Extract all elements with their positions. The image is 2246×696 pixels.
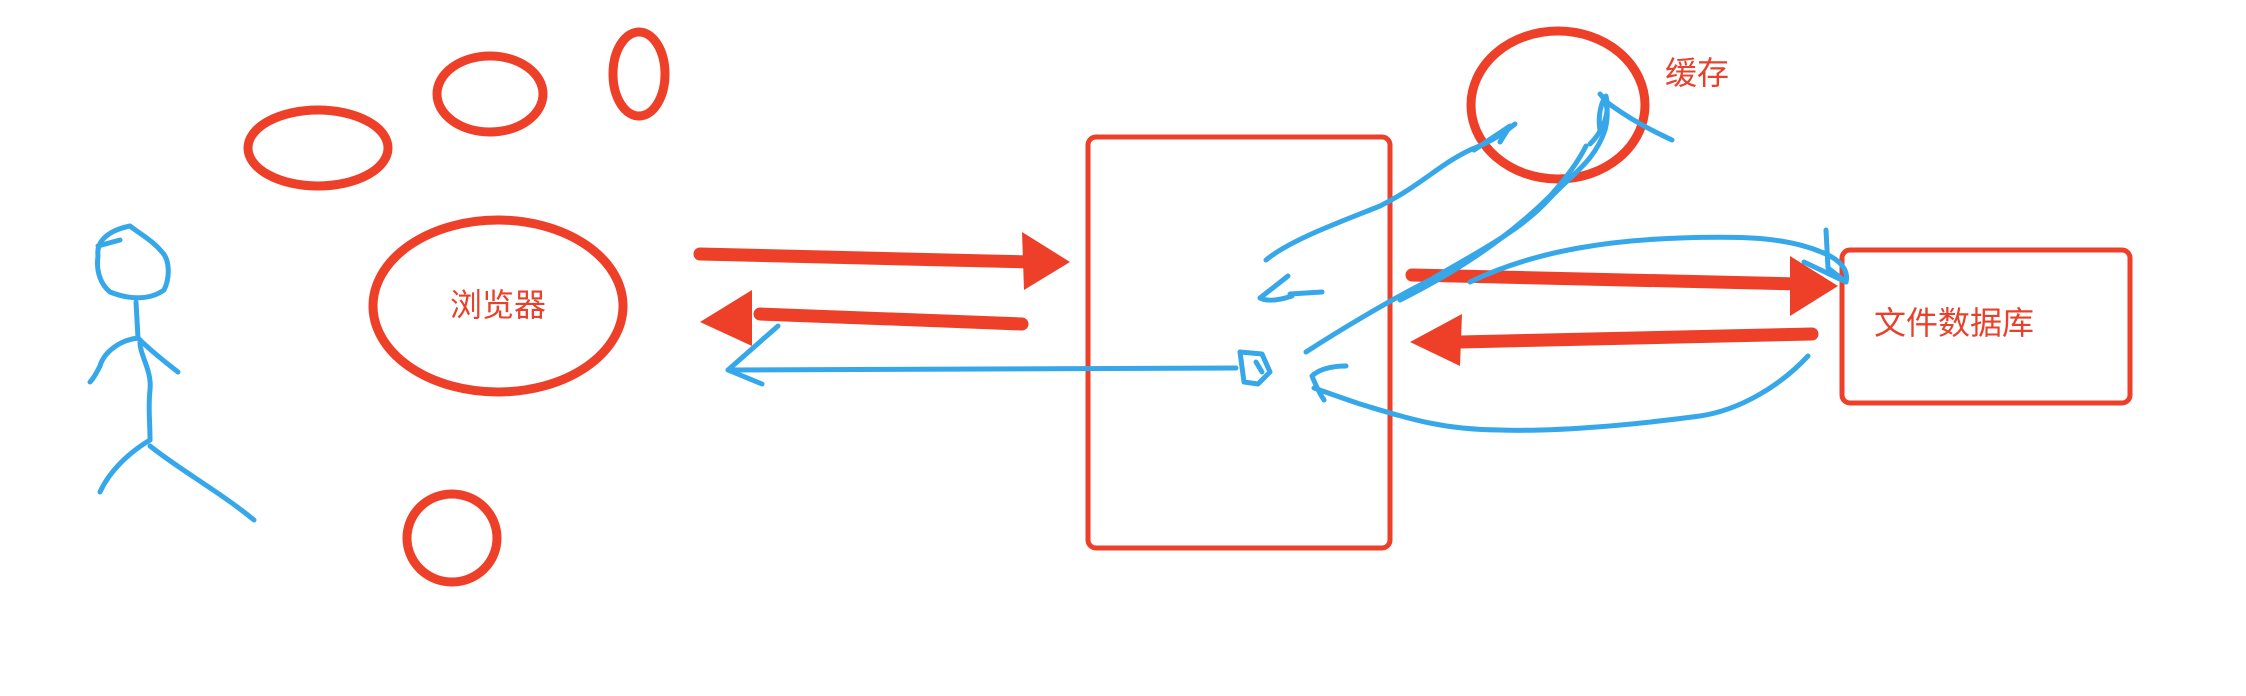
decorative-circles: [243, 27, 670, 587]
arrow-server-to-browser: [700, 290, 1029, 346]
arrow-server-to-database: [1405, 256, 1838, 316]
cache-label: 缓存: [1665, 54, 1729, 92]
small-circle-2: [432, 51, 548, 137]
small-circle-1: [243, 105, 393, 191]
blue-return-arrows: [725, 91, 1850, 433]
server-box: [1085, 134, 1393, 551]
cache-node: [1466, 26, 1650, 184]
browser-node: [368, 215, 628, 397]
file-database-label: 文件数据库: [1874, 304, 2034, 342]
browser-label: 浏览器: [450, 286, 546, 324]
small-circle-4: [402, 489, 502, 587]
arrow-database-to-server: [1410, 314, 1819, 366]
small-circle-3: [608, 27, 670, 121]
arrow-browser-to-server: [693, 232, 1070, 290]
stick-figure-user-icon: [87, 223, 257, 523]
file-database-box: [1839, 247, 2133, 406]
